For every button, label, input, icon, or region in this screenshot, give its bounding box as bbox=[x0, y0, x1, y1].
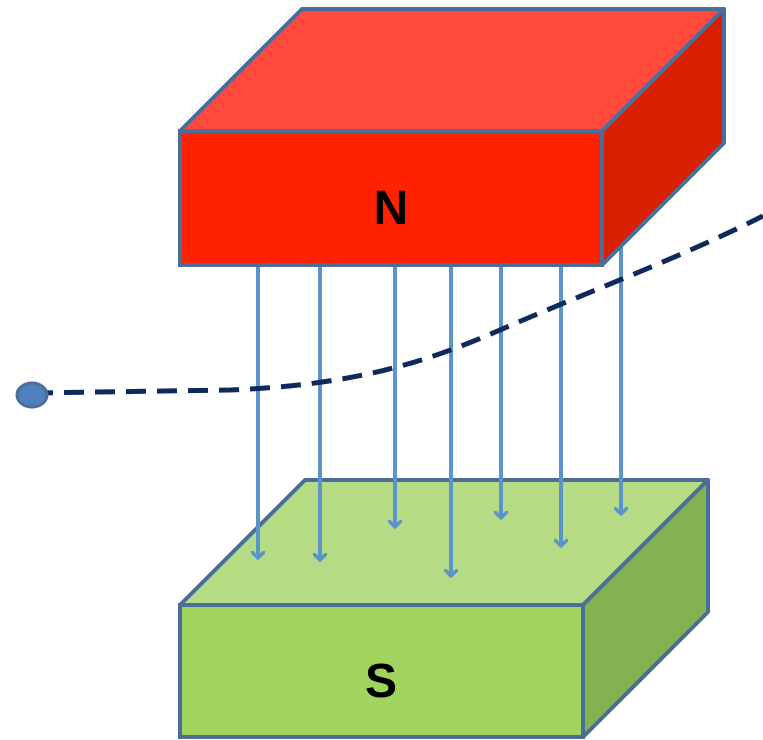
charged-particle bbox=[15, 381, 49, 409]
north-pole-label: N bbox=[374, 182, 409, 235]
north-magnet: N bbox=[178, 7, 726, 267]
north-magnet-front-face bbox=[178, 129, 604, 267]
particle-trajectory bbox=[32, 213, 763, 396]
field-lines bbox=[258, 246, 621, 576]
south-magnet-front-face bbox=[178, 603, 585, 739]
south-pole-label: S bbox=[365, 655, 397, 708]
south-magnet: S bbox=[178, 478, 710, 739]
